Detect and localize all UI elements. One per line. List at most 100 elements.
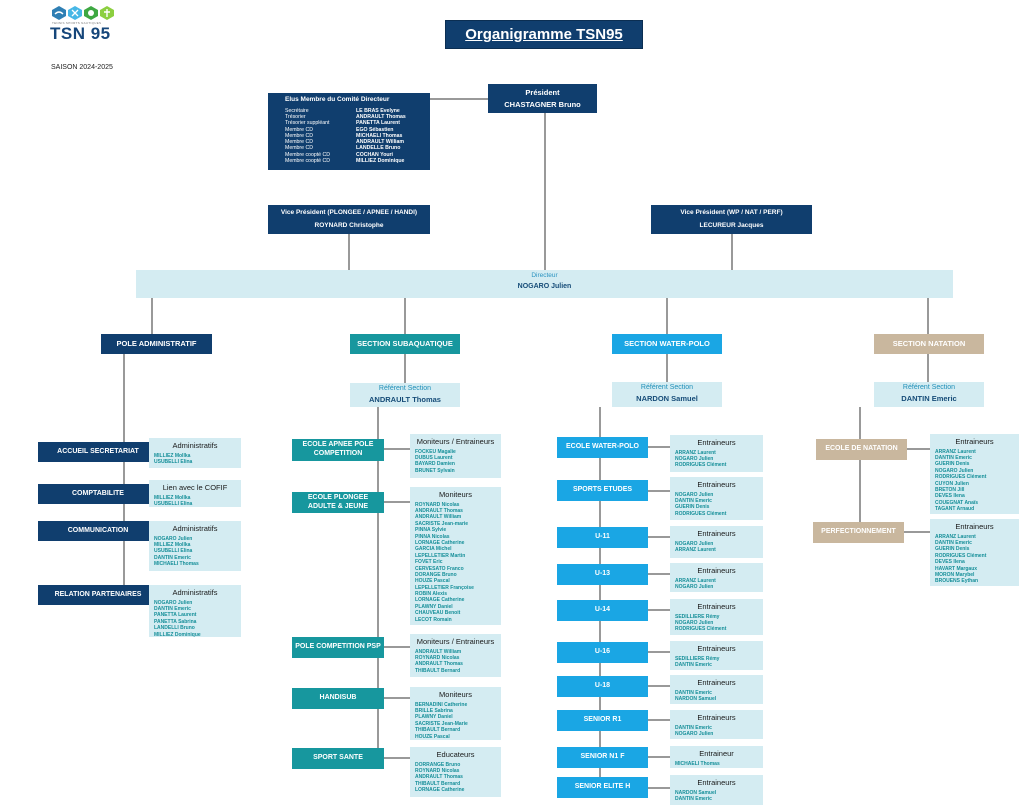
staff-name: MILLIEZ Mollka — [154, 541, 191, 548]
staff-name: BAYARD Damien — [415, 461, 455, 468]
staff-name: NOGARO Julien — [675, 455, 714, 462]
staff-name: LORNAGE Catherine — [415, 539, 465, 546]
staff-name: BRETON Jill — [935, 486, 965, 493]
staff-name: RODRIGUES Clément — [675, 510, 727, 517]
president-name: CHASTAGNER Bruno — [504, 100, 581, 109]
staff-name: DANTIN Emeric — [675, 795, 712, 802]
staff-name: RODRIGUES Clément — [675, 626, 727, 633]
committee-name: EGO Sébastien — [356, 126, 394, 133]
waterpolo-item-label: ECOLE WATER-POLO — [557, 437, 648, 458]
figure-icon — [100, 6, 114, 20]
staff-name: ANDRAULT Thomas — [415, 507, 463, 514]
staff-name: RODRIGUES Clément — [935, 552, 987, 559]
admin-item-label: COMPTABILITE — [38, 484, 158, 504]
staff-box-title: Entraineurs — [697, 778, 736, 787]
committee-name: MILLIEZ Dominique — [356, 157, 405, 164]
page-title: Organigramme TSN95 — [445, 20, 643, 49]
staff-name: DANTIN Emeric — [154, 554, 191, 561]
committee-title: Elus Membre du Comité Directeur — [285, 96, 390, 103]
subaqua-ref-label: Référent Section — [378, 385, 432, 392]
staff-name: PINNA Sylvie — [415, 527, 447, 534]
staff-box-title: Administratifs — [172, 588, 218, 597]
director-label: Directeur — [531, 272, 558, 279]
staff-name: BROUENS Eythan — [935, 578, 979, 585]
staff-name: GARCIA Michel — [415, 546, 452, 553]
staff-box-title: Entraineurs — [955, 437, 994, 446]
vp-right-box: Vice Président (WP / NAT / PERF) LECUREU… — [651, 205, 812, 234]
committee-role: Membre CD — [285, 132, 313, 139]
waterpolo-item-label: SENIOR ELITE H — [557, 777, 648, 798]
staff-name: ARRANZ Laurent — [675, 449, 716, 456]
staff-name: DANTIN Emeric — [935, 539, 972, 546]
staff-name: NOGARO Julien — [675, 540, 714, 547]
committee-box: Elus Membre du Comité Directeur Secrétai… — [268, 93, 430, 170]
staff-name: FOCKEU Magalie — [415, 448, 456, 455]
staff-name: HOUZE Pascal — [415, 578, 450, 585]
waterpolo-item-label: U-11 — [557, 527, 648, 548]
staff-name: SEDILLIERE Rémy — [675, 655, 720, 662]
committee-role: Membre CD — [285, 145, 313, 152]
staff-name: DANTIN Emeric — [675, 724, 712, 731]
staff-box-title: Entraineurs — [697, 602, 736, 611]
subaqua-item-label: ECOLE APNEE POLE COMPETITION — [292, 439, 384, 461]
waterpolo-item-label: U-16 — [557, 642, 648, 663]
admin-item-label: RELATION PARTENAIRES — [38, 585, 158, 605]
staff-name: DEVES Ilena — [935, 559, 965, 566]
staff-name: PANETTA Laurent — [154, 612, 197, 619]
committee-role: Secrétaire — [285, 108, 309, 114]
staff-name: NOGARO Julien — [675, 619, 714, 626]
staff-name: NOGARO Julien — [154, 535, 193, 542]
staff-name: HAVART Margaux — [935, 565, 978, 572]
staff-box-title: Entraineurs — [697, 713, 736, 722]
committee-role: Trésorier suppléant — [285, 120, 330, 127]
committee-role: Trésorier — [285, 114, 306, 121]
staff-name: DANTIN Emeric — [675, 661, 712, 668]
committee-name: LANDELLE Bruno — [356, 145, 401, 152]
staff-name: DANTIN Emeric — [675, 497, 712, 504]
section-waterpolo-header: SECTION WATER-POLO — [612, 334, 722, 354]
natation-ref-label: Référent Section — [902, 384, 956, 391]
staff-name: BRUNET Sylvain — [415, 467, 455, 474]
staff-name: LEPELLETIER Martin — [415, 552, 466, 559]
section-natation-header: SECTION NATATION — [874, 334, 984, 354]
natation-referent: Référent Section DANTIN Emeric — [874, 382, 984, 407]
vp-right-label: Vice Président (WP / NAT / PERF) — [680, 209, 783, 217]
staff-name: DANTIN Emeric — [935, 454, 972, 461]
staff-name: DORRANGE Bruno — [415, 761, 461, 768]
club-logo: TENNIS SPORTS NAUTIQUES TSN 95 — [50, 6, 130, 48]
staff-name: SACRISTE Jean-Marie — [415, 720, 468, 727]
staff-name: BERNADINI Catherine — [415, 701, 468, 708]
subaqua-item-label: SPORT SANTE — [292, 748, 384, 769]
staff-name: DORANGE Bruno — [415, 571, 457, 578]
admin-item-label: ACCUEIL SECRETARIAT — [38, 442, 158, 462]
staff-name: ANDRAULT William — [415, 514, 462, 521]
staff-name: USUBELLI Elina — [154, 458, 193, 465]
staff-name: THIBAULT Bernard — [415, 727, 461, 734]
diver-icon — [68, 6, 82, 20]
natation-item-label: ECOLE DE NATATION — [816, 439, 907, 460]
staff-name: NOGARO Julien — [675, 491, 714, 498]
staff-box-title: Educateurs — [436, 750, 475, 759]
committee-role: Membre CD — [285, 139, 313, 146]
staff-box-title: Moniteurs — [439, 690, 472, 699]
staff-name: CERVESATO Franco — [415, 565, 464, 572]
staff-name: COUEGNAT Anaïs — [935, 499, 979, 506]
staff-name: DANTIN Emeric — [154, 605, 191, 612]
